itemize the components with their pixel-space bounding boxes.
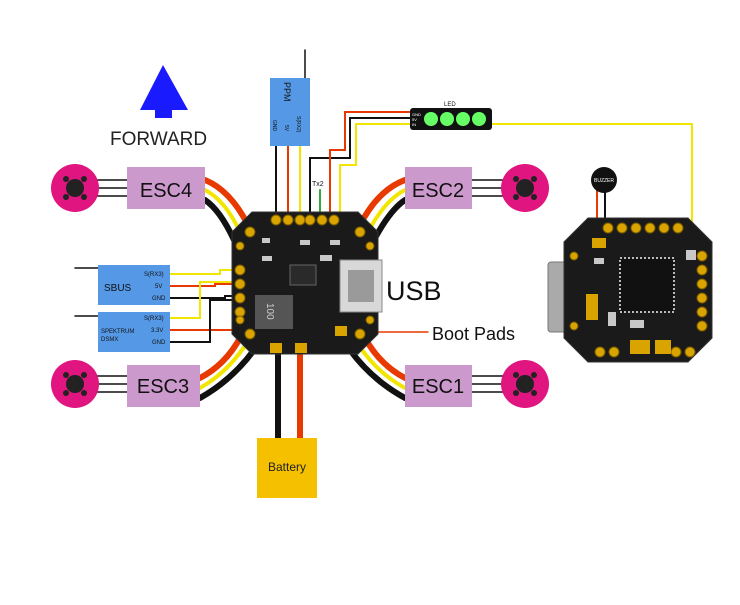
motor-2 [501, 164, 549, 212]
sbus-title: SBUS [104, 283, 132, 294]
ppm-title: PPM [282, 82, 292, 102]
forward-label: FORWARD [110, 129, 207, 150]
wires [74, 49, 693, 443]
esc-1-label: ESC1 [412, 376, 464, 398]
buzzer: BUZZER [591, 167, 617, 193]
spektrum-title-1: SPEKTRUM [101, 329, 134, 335]
esc-3-label: ESC3 [137, 376, 189, 398]
forward-indicator: FORWARD [110, 65, 207, 150]
battery: Battery [257, 438, 317, 498]
spektrum-title-2: DSMX [101, 337, 118, 343]
esc-4: ESC4 [127, 167, 205, 209]
main-flight-controller: 100 [231, 211, 383, 355]
boot-pads-label: Boot Pads [432, 324, 515, 344]
usb-label: USB [386, 276, 442, 306]
inductor-label: 100 [264, 303, 275, 320]
boot-pads [335, 326, 347, 336]
spektrum-pin-srx3: S(RX3) [144, 316, 164, 322]
sbus-receiver: SBUS S(RX3) 5V GND [98, 265, 170, 305]
battery-label: Battery [268, 460, 306, 474]
spektrum-pin-3v3: 3.3V [151, 328, 163, 334]
buzzer-label: BUZZER [594, 178, 614, 184]
inductor-chip [255, 295, 293, 329]
led-pin-in: IN [412, 122, 416, 127]
sbus-pin-srx3: S(RX3) [144, 272, 164, 278]
sbus-pin-5v: 5V [155, 284, 162, 290]
esc-3: ESC3 [127, 365, 200, 407]
motor-1 [501, 360, 549, 408]
motor-3 [51, 360, 99, 408]
ppm-receiver: PPM GND 5V S(RX2) [270, 78, 310, 146]
spektrum-pin-gnd: GND [152, 340, 166, 346]
ppm-pin-srx2: S(RX2) [295, 116, 301, 133]
motor-4 [51, 164, 99, 212]
esc-2-label: ESC2 [412, 180, 464, 202]
esc-1: ESC1 [405, 365, 472, 407]
ppm-pin-5v: 5V [283, 125, 289, 132]
mcu-chip [619, 257, 675, 313]
led-label: LED [444, 102, 456, 108]
forward-arrow-icon [140, 65, 188, 118]
spektrum-receiver: SPEKTRUM DSMX S(RX3) 3.3V GND [98, 312, 170, 352]
led-pin-5v: 5V [412, 117, 417, 122]
ppm-pin-gnd: GND [271, 120, 277, 132]
secondary-board [547, 217, 713, 363]
esc-4-label: ESC4 [140, 180, 192, 202]
led-strip: LED GND 5V IN [410, 102, 492, 130]
tx2-label: Tx2 [312, 181, 324, 188]
sbus-pin-gnd: GND [152, 296, 166, 302]
esc-2: ESC2 [405, 167, 472, 209]
led-pin-gnd: GND [412, 112, 421, 117]
